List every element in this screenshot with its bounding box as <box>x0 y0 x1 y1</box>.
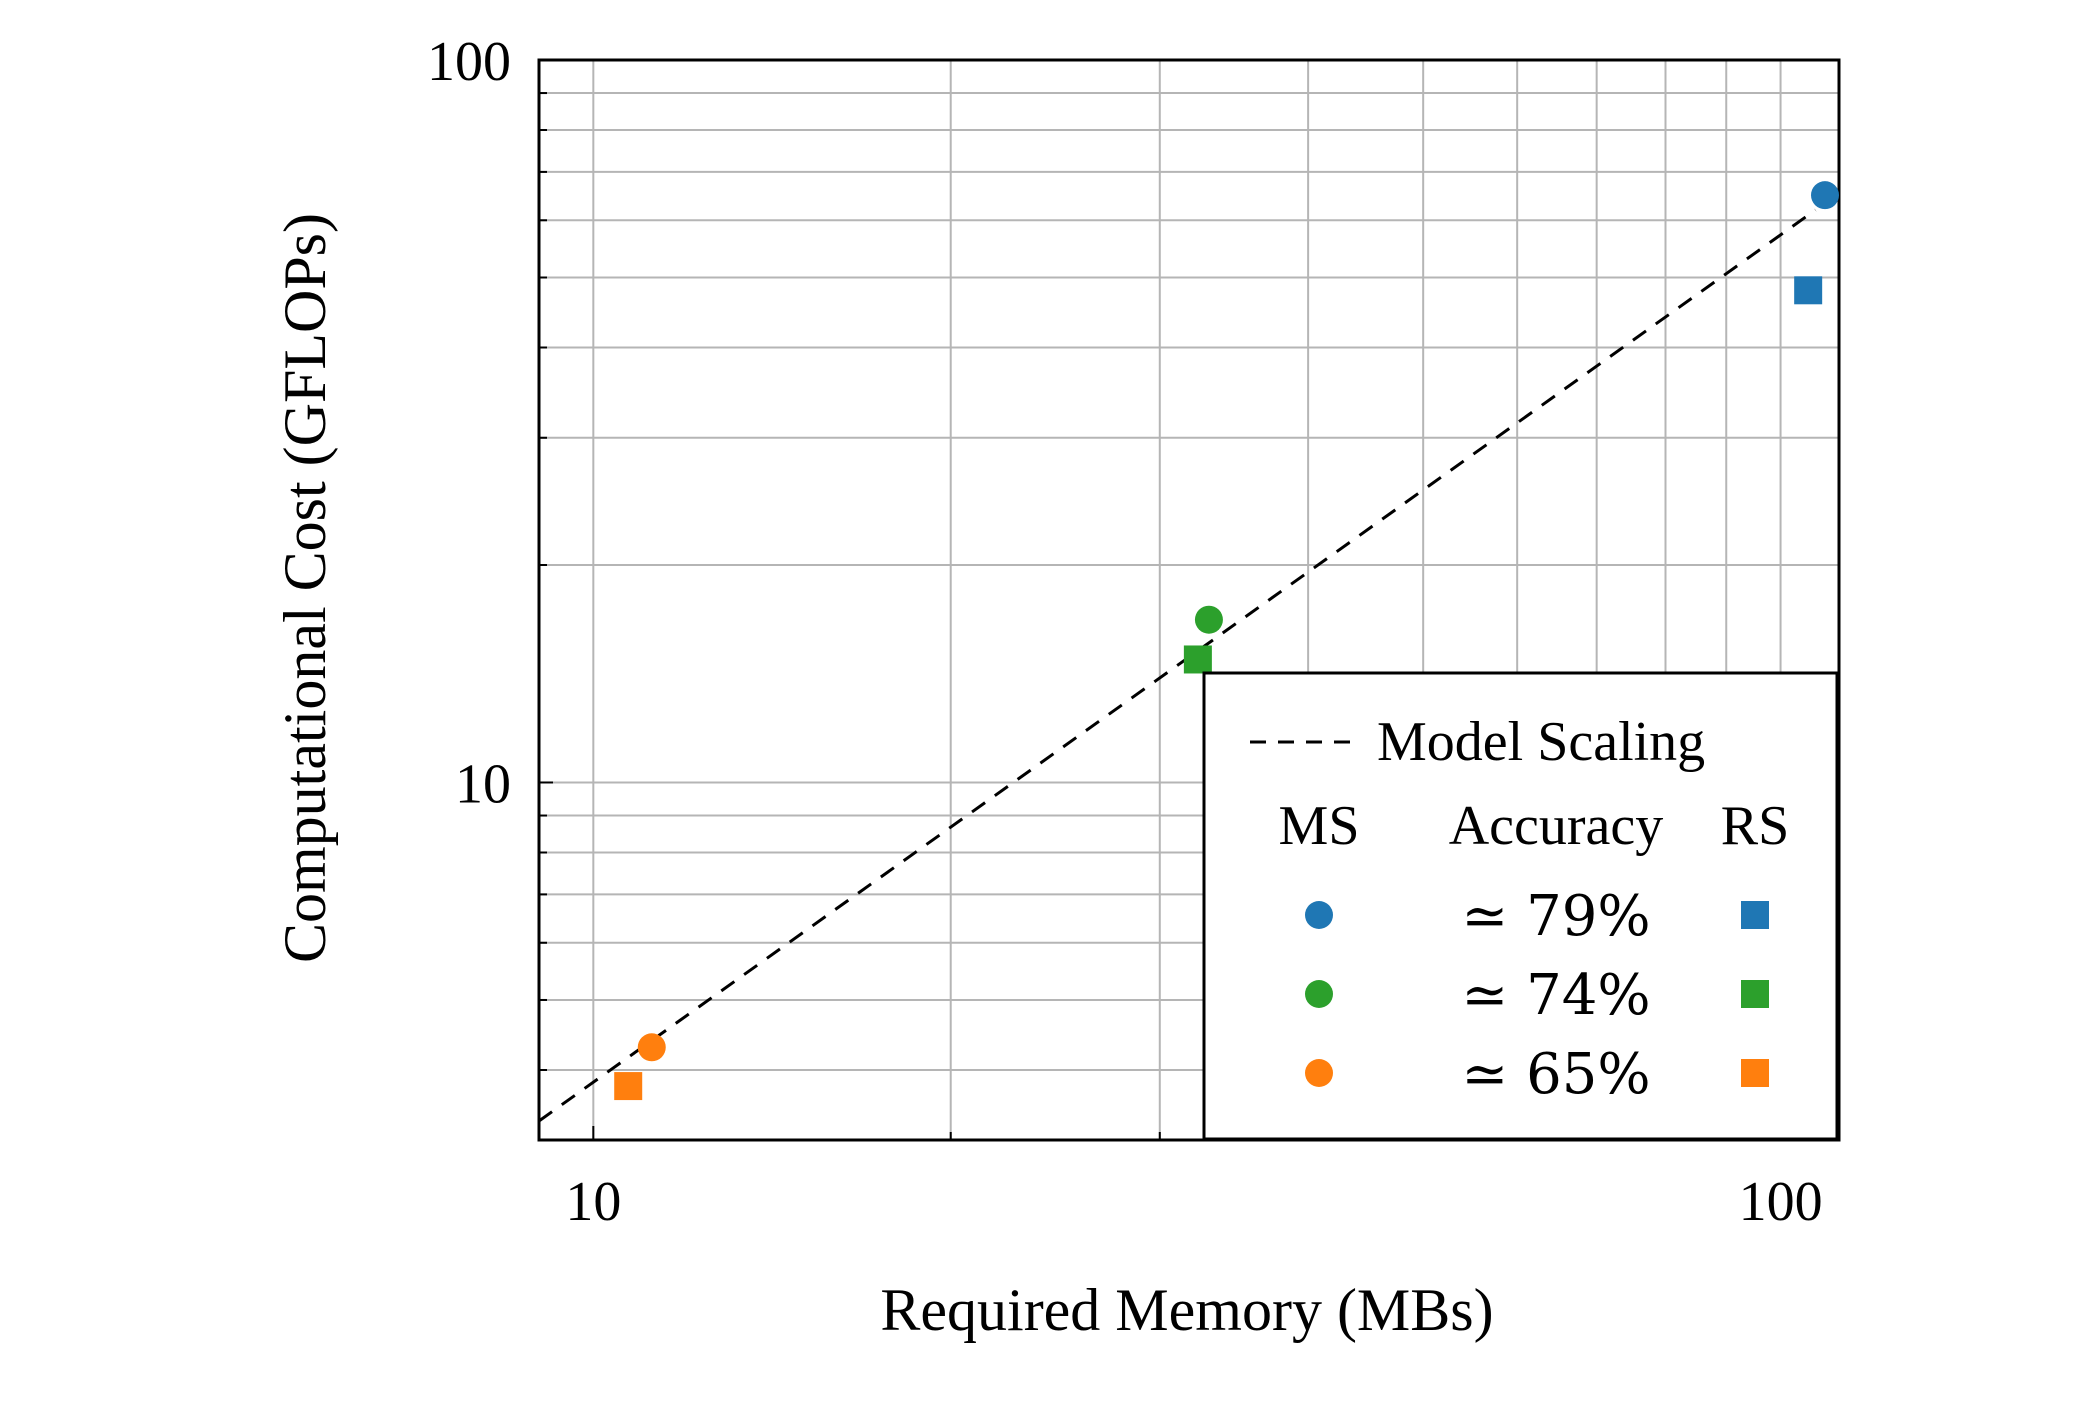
legend-rs-marker-icon <box>1741 901 1769 929</box>
legend-ms-marker-icon <box>1305 1059 1333 1087</box>
legend-rs-marker-icon <box>1741 1059 1769 1087</box>
data-points <box>614 181 1840 1101</box>
ms-point <box>1194 605 1223 634</box>
legend-col-ms: MS <box>1279 795 1360 857</box>
x-tick-label: 10 <box>565 1171 621 1233</box>
rs-point <box>1183 645 1212 674</box>
legend-rs-marker-icon <box>1741 980 1769 1008</box>
legend-ms-marker-icon <box>1305 901 1333 929</box>
x-tick-label: 100 <box>1739 1171 1823 1233</box>
legend-col-accuracy: Accuracy <box>1449 795 1664 857</box>
legend-rows: ≃ 79% ≃ 74% ≃ 65% <box>1305 884 1769 1107</box>
x-axis-label: Required Memory (MBs) <box>880 1277 1493 1343</box>
model-scaling-line <box>538 208 1817 1123</box>
rs-point <box>614 1072 643 1101</box>
y-tick-label: 100 <box>427 31 511 93</box>
legend-accuracy-value: ≃ 65% <box>1461 1042 1650 1107</box>
rs-point <box>1794 276 1823 305</box>
y-axis-label: Computational Cost (GFLOPs) <box>272 213 338 963</box>
ms-point <box>1811 181 1840 210</box>
plot-frame <box>537 58 1841 1142</box>
legend: Model Scaling MS Accuracy RS ≃ 79%≃ 74%≃… <box>1202 671 1839 1141</box>
y-tick-label: 10 <box>455 753 511 815</box>
tick-labels: 10 100 10 100 <box>427 31 1823 1233</box>
legend-model-scaling-label: Model Scaling <box>1377 711 1705 773</box>
legend-col-rs: RS <box>1721 795 1790 857</box>
ms-point <box>637 1033 666 1062</box>
legend-ms-marker-icon <box>1305 980 1333 1008</box>
legend-accuracy-value: ≃ 74% <box>1461 963 1650 1028</box>
legend-accuracy-value: ≃ 79% <box>1461 884 1650 949</box>
